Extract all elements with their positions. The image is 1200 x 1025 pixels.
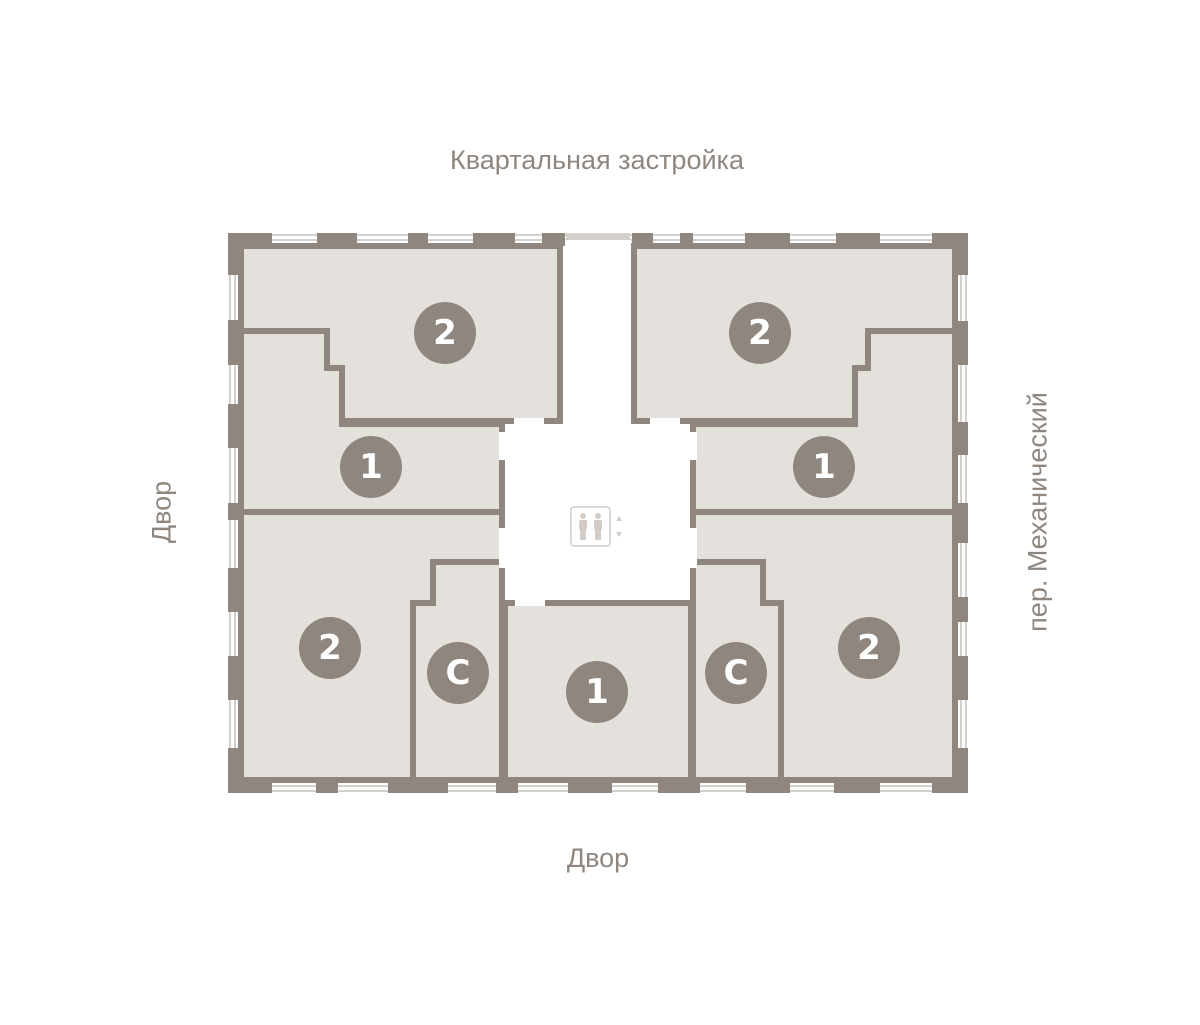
room-count-badge: С xyxy=(427,642,489,704)
exterior-walls xyxy=(228,233,968,793)
svg-text:С: С xyxy=(724,653,749,693)
street-label-top: Квартальная застройка xyxy=(450,145,744,175)
svg-text:1: 1 xyxy=(585,672,609,712)
svg-text:2: 2 xyxy=(857,628,881,668)
room-count-badge: 1 xyxy=(340,436,402,498)
svg-text:2: 2 xyxy=(318,628,342,668)
room-count-badge: 2 xyxy=(299,617,361,679)
room-count-badge: 2 xyxy=(729,302,791,364)
elevator-icon xyxy=(570,506,622,547)
courtyard-label-bottom: Двор xyxy=(566,843,630,873)
svg-text:1: 1 xyxy=(812,447,836,487)
svg-text:1: 1 xyxy=(359,447,383,487)
room-count-badge: С xyxy=(705,642,767,704)
svg-text:С: С xyxy=(446,653,471,693)
svg-text:2: 2 xyxy=(433,313,457,353)
room-count-badge: 1 xyxy=(793,436,855,498)
svg-text:2: 2 xyxy=(748,313,772,353)
room-count-badge: 2 xyxy=(838,617,900,679)
room-count-badge: 1 xyxy=(566,661,628,723)
room-count-badge: 2 xyxy=(414,302,476,364)
